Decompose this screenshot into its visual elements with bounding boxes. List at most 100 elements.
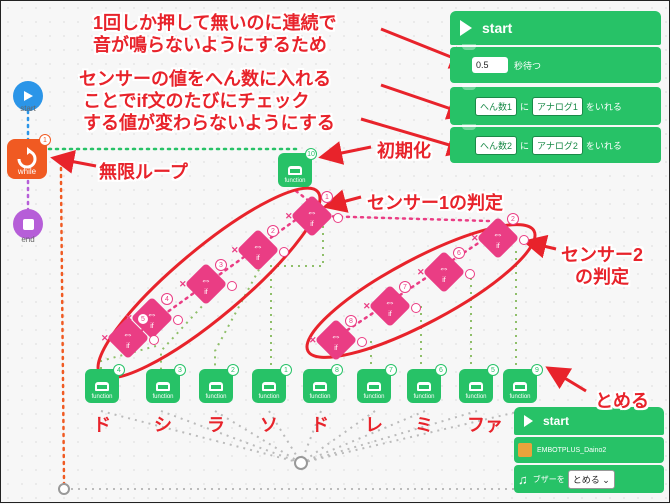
sofa-icon [156,382,170,391]
annotation-stop: とめる [595,391,649,411]
wait-seconds-input[interactable]: 0.5 [472,57,508,73]
start-panel-header[interactable]: start [450,11,661,45]
if-label: if [442,277,446,284]
function-block[interactable]: function [85,369,119,403]
if-badge: 6 [453,247,465,259]
branch-arrows-icon: ⇔ [438,263,450,275]
buzzer-dropdown[interactable]: とめる ⌄ [567,469,615,489]
device-block[interactable]: EMBOTPLUS_Daino2 [514,437,664,463]
if-badge: 2 [267,225,279,237]
function-block[interactable]: function [252,369,286,403]
note-label: ミ [415,415,433,435]
function-label: function [413,394,435,400]
wait-block[interactable]: 0.5 秒待つ [450,44,661,83]
palette-end-block[interactable] [13,209,43,239]
sofa-icon [262,382,276,391]
branch-arrows-icon: ⇔ [330,331,342,343]
if-label: if [388,311,392,318]
function-badge: 2 [227,364,239,376]
var1-pill[interactable]: へん数1 [475,96,518,116]
function-badge: 3 [174,364,186,376]
init-function-block[interactable]: function [278,153,312,187]
play-icon [460,20,472,36]
true-branch-icon[interactable] [279,247,289,257]
if-label: if [126,343,130,350]
false-branch-icon[interactable]: ✕ [231,245,239,255]
sofa-icon [367,382,381,391]
palette-while-block[interactable] [7,139,47,179]
branch-arrows-icon: ⇔ [384,297,396,309]
play-icon [24,91,33,101]
function-badge: 9 [531,364,543,376]
branch-arrows-icon: ⇔ [492,229,504,241]
false-branch-icon[interactable]: ✕ [309,335,317,345]
note-label: ド [93,415,111,435]
false-branch-icon[interactable]: ✕ [101,333,109,343]
note-label: シ [154,415,172,435]
if-badge: 3 [215,259,227,271]
buzzer-block[interactable]: ♫ ブザーを とめる ⌄ [514,465,664,493]
stop-panel-header[interactable]: start [514,407,664,435]
true-branch-icon[interactable] [519,235,529,245]
function-badge: 8 [331,364,343,376]
music-note-icon: ♫ [518,471,528,487]
false-branch-icon[interactable]: ✕ [363,301,371,311]
start-panel-title: start [482,20,513,36]
var1-ni: に [520,101,530,112]
function-badge: 5 [487,364,499,376]
function-block[interactable]: function [303,369,337,403]
function-label: function [258,394,280,400]
false-branch-icon[interactable]: ✕ [285,211,293,221]
analog2-pill[interactable]: アナログ2 [532,135,583,155]
analog1-pill[interactable]: アナログ1 [532,96,583,116]
var2-put: をいれる [585,140,622,151]
false-branch-icon[interactable]: ✕ [179,279,187,289]
branch-arrows-icon: ⇔ [306,207,318,219]
false-branch-icon[interactable]: ✕ [471,233,479,243]
false-branch-icon[interactable]: ✕ [417,267,425,277]
var2-pill[interactable]: へん数2 [475,135,518,155]
function-block[interactable]: function [146,369,180,403]
true-branch-icon[interactable] [333,213,343,223]
note-label: ド [311,415,329,435]
if-badge: 5 [137,313,149,325]
function-badge: 6 [435,364,447,376]
true-branch-icon[interactable] [357,337,367,347]
annotation-sensor2b: の判定 [575,267,629,287]
init-function-label: function [284,178,306,184]
true-branch-icon[interactable] [465,269,475,279]
annotation-line4: ことでif文のたびにチェック [83,91,310,111]
function-block[interactable]: function [503,369,537,403]
function-block[interactable]: function [199,369,233,403]
function-badge: 4 [113,364,125,376]
palette-end-label: end [21,235,35,244]
true-branch-icon[interactable] [149,335,159,345]
device-name: EMBOTPLUS_Daino2 [537,446,607,454]
branch-arrows-icon: ⇔ [122,329,134,341]
if-badge: 7 [399,281,411,293]
set-var1-block[interactable]: へん数1 に アナログ1 をいれる [450,84,661,125]
true-branch-icon[interactable] [173,315,183,325]
true-branch-icon[interactable] [227,281,237,291]
note-label: レ [365,415,383,435]
if-label: if [310,221,314,228]
set-var2-block[interactable]: へん数2 に アナログ2 をいれる [450,124,661,163]
if-label: if [256,255,260,262]
annotation-sensor1: センサー1の判定 [367,193,504,213]
robot-icon [518,443,532,457]
function-label: function [309,394,331,400]
var1-put: をいれる [585,101,622,112]
annotation-loop: 無限ループ [99,162,188,182]
annotation-sensor2a: センサー2 [561,245,644,265]
if-label: if [204,289,208,296]
function-label: function [205,394,227,400]
function-block[interactable]: function [407,369,441,403]
stop-icon [22,218,34,230]
annotation-init: 初期化 [377,141,431,161]
if-badge: 8 [345,315,357,327]
true-branch-icon[interactable] [411,303,421,313]
function-block[interactable]: function [459,369,493,403]
palette-start-block[interactable] [13,81,43,111]
function-block[interactable]: function [357,369,391,403]
